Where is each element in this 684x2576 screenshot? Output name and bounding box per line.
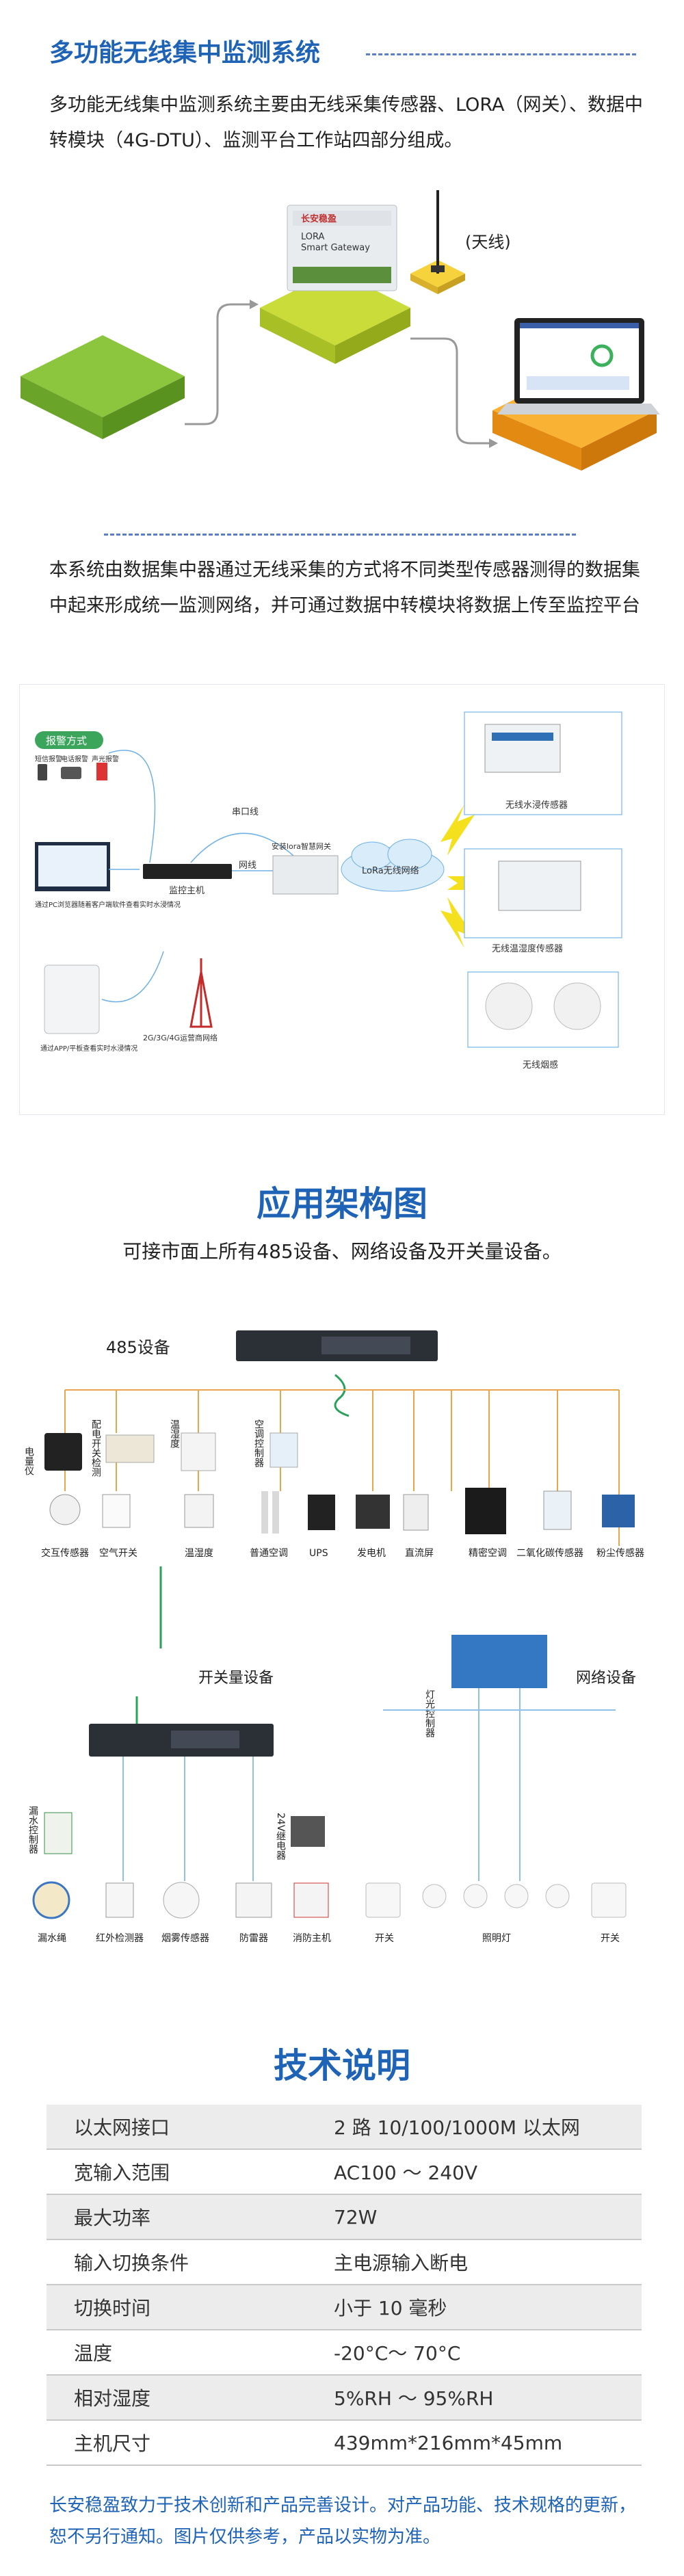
laptop-monitor <box>497 318 660 415</box>
lightning-icon <box>440 804 475 856</box>
svg-text:照明灯: 照明灯 <box>482 1933 511 1944</box>
svg-text:短信报警: 短信报警 <box>35 754 62 763</box>
svg-text:二氧化碳传感器: 二氧化碳传感器 <box>516 1547 583 1559</box>
switch-detect-device <box>105 1434 155 1463</box>
svg-text:空调控制器: 空调控制器 <box>253 1419 264 1467</box>
flow-arrow-2 <box>410 337 489 445</box>
network-section-label: 网络设备 <box>576 1670 636 1687</box>
spec-row: 切换时间小于 10 毫秒 <box>47 2285 642 2330</box>
gateway-label: 安装lora智慧网关 <box>272 841 331 851</box>
bottom-device-icons <box>32 1881 627 1919</box>
svg-text:UPS: UPS <box>309 1548 328 1559</box>
lora-gateway-device: 长安稳盈 LORA Smart Gateway <box>287 205 397 291</box>
pc-caption: 通过PC浏览器随着客户端软件查看实时水浸情况 <box>35 900 181 909</box>
leak-controller <box>44 1812 73 1854</box>
sensor-smoke-label: 无线烟感 <box>523 1060 558 1070</box>
svg-text:空气开关: 空气开关 <box>99 1548 137 1559</box>
yellow-antenna-base <box>410 190 465 294</box>
specs-title: 技术说明 <box>274 2046 410 2086</box>
svg-text:漏水绳: 漏水绳 <box>38 1933 66 1944</box>
svg-text:发电机: 发电机 <box>357 1548 386 1559</box>
gateway-device <box>272 855 339 895</box>
flow-arrow-1 <box>185 303 250 425</box>
relay-device <box>291 1816 325 1847</box>
alarm-icons <box>38 763 107 780</box>
svg-text:声光报警: 声光报警 <box>92 754 119 763</box>
svg-text:配电开关检测: 配电开关检测 <box>90 1419 101 1477</box>
monitor-host <box>143 864 232 879</box>
svg-text:红外检测器: 红外检测器 <box>96 1933 144 1944</box>
architecture-diagram: 485设备 电量仪 配电开关检测 温湿度 空调控制器 交互传感器 空气开关 温湿… <box>23 1330 644 1944</box>
svg-text:24V继电器: 24V继电器 <box>275 1813 286 1861</box>
system-paragraph: 本系统由数据集中器通过无线采集的方式将不同类型传感器测得的数据集中起来形成统一监… <box>49 560 640 616</box>
lighting-controller <box>451 1635 547 1688</box>
svg-text:交互传感器: 交互传感器 <box>41 1547 89 1559</box>
section-divider <box>104 534 576 536</box>
svg-text:消防主机: 消防主机 <box>293 1933 331 1944</box>
architecture-subtitle: 可接市面上所有485设备、网络设备及开关量设备。 <box>122 1240 562 1263</box>
host-label: 监控主机 <box>169 886 205 896</box>
svg-text:灯光控制器: 灯光控制器 <box>424 1690 435 1737</box>
app-tablet <box>44 964 100 1034</box>
svg-text:温湿度: 温湿度 <box>169 1419 180 1448</box>
intro-paragraph: 多功能无线集中监测系统主要由无线采集传感器、LORA（网关）、数据中转模块（4G… <box>49 94 643 151</box>
rs485-label: 485设备 <box>106 1338 170 1357</box>
ac-controller-device <box>269 1432 298 1468</box>
antenna-label: (天线) <box>465 233 511 252</box>
alarm-title: 报警方式 <box>46 735 87 747</box>
sensor-water-label: 无线水浸传感器 <box>505 800 568 811</box>
topology-diagram: 报警方式 短信报警 电话报警 声光报警 通过PC浏览器随着客户端软件查看实时水浸… <box>19 684 665 1115</box>
green-platform-left <box>21 335 185 439</box>
lora-cloud <box>341 839 445 892</box>
svg-text:温湿度: 温湿度 <box>185 1548 213 1559</box>
spec-row: 输入切换条件主电源输入断电 <box>47 2240 642 2285</box>
svg-text:防雷器: 防雷器 <box>239 1933 268 1944</box>
svg-text:开关: 开关 <box>375 1933 394 1944</box>
app-caption: 通过APP/平板查看实时水浸情况 <box>40 1044 137 1053</box>
svg-text:粉尘传感器: 粉尘传感器 <box>596 1547 644 1559</box>
network-label: 网线 <box>239 860 256 871</box>
temp-device-top <box>181 1432 216 1471</box>
svg-text:直流屏: 直流屏 <box>405 1547 434 1559</box>
intro-title: 多功能无线集中监测系统 <box>49 39 321 67</box>
svg-text:Smart Gateway: Smart Gateway <box>301 243 370 253</box>
title-divider <box>366 53 636 55</box>
cell-tower-icon <box>189 958 213 1028</box>
architecture-title: 应用架构图 <box>256 1184 428 1224</box>
svg-text:电量仪: 电量仪 <box>23 1447 34 1475</box>
svg-text:普通空调: 普通空调 <box>250 1548 288 1559</box>
sensor-temp-label: 无线温湿度传感器 <box>492 943 563 954</box>
svg-text:漏水控制器: 漏水控制器 <box>27 1806 38 1854</box>
meter-device <box>44 1433 82 1471</box>
lora-cloud-label: LoRa无线网络 <box>362 865 419 876</box>
footer-note: 长安稳盈致力于技术创新和产品完善设计。对产品功能、技术规格的更新，恕不另行通知。… <box>49 2495 637 2547</box>
svg-text:LORA: LORA <box>301 232 325 242</box>
cellular-label: 2G/3G/4G运营商网络 <box>143 1033 218 1042</box>
svg-text:精密空调: 精密空调 <box>469 1547 507 1559</box>
row-device-icons <box>49 1488 635 1534</box>
svg-text:开关: 开关 <box>601 1933 620 1944</box>
svg-text:烟雾传感器: 烟雾传感器 <box>161 1932 209 1944</box>
serial-label: 串口线 <box>232 807 259 817</box>
svg-text:电话报警: 电话报警 <box>61 754 88 763</box>
hero-illustration: 长安稳盈 LORA Smart Gateway (天线) <box>21 190 660 471</box>
svg-text:长安稳盈: 长安稳盈 <box>301 213 337 224</box>
switch-section-label: 开关量设备 <box>198 1670 274 1687</box>
spec-row: 温度-20°C～ 70°C <box>47 2330 642 2376</box>
